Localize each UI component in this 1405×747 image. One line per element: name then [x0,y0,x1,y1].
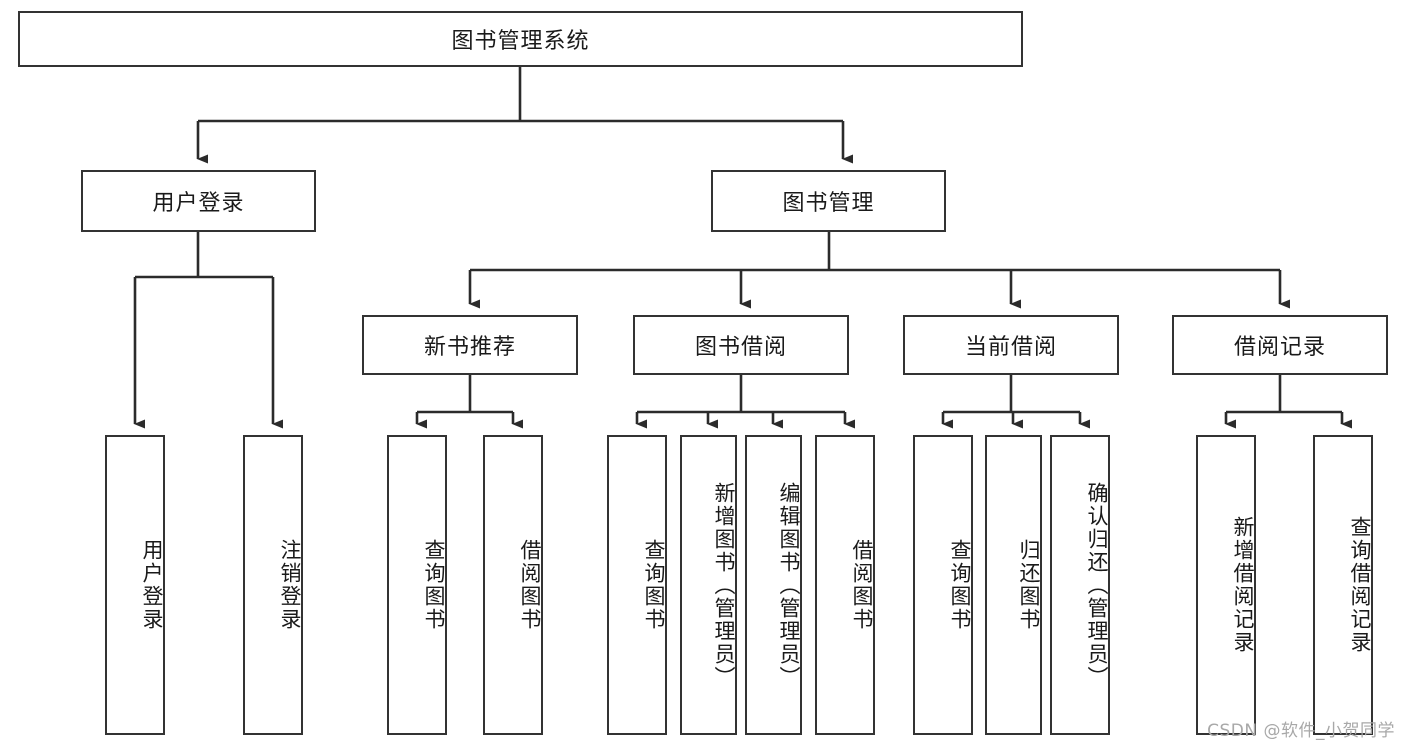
node-leaf-query-rec[interactable]: 查询借阅记录 [1313,435,1373,735]
node-label: 查询图书 [948,539,972,631]
node-label: 归还图书 [1017,539,1041,631]
node-label: 当前借阅 [964,335,1057,360]
node-leaf-user-login[interactable]: 用户登录 [105,435,165,735]
node-label: 图书借阅 [694,335,787,360]
node-label: 新增借阅记录 [1231,516,1255,654]
node-leaf-query-3[interactable]: 查询图书 [913,435,973,735]
node-leaf-logout[interactable]: 注销登录 [243,435,303,735]
node-label: 新书推荐 [423,335,516,360]
node-label: 图书管理 [782,191,875,216]
node-leaf-borrow-1[interactable]: 借阅图书 [483,435,543,735]
node-label: 借阅图书 [850,539,874,631]
node-label: 查询借阅记录 [1348,516,1372,654]
node-label: 查询图书 [642,539,666,631]
node-leaf-query-1[interactable]: 查询图书 [387,435,447,735]
node-label: 用户登录 [152,191,245,216]
node-leaf-add-book[interactable]: 新增图书（管理员） [680,435,737,735]
node-user-login[interactable]: 用户登录 [81,170,316,232]
node-new-book-rec[interactable]: 新书推荐 [362,315,578,375]
node-label: 注销登录 [278,539,302,631]
csdn-watermark: CSDN @软件_小贺同学 [1207,721,1395,741]
node-leaf-edit-book[interactable]: 编辑图书（管理员） [745,435,802,735]
node-label: 编辑图书（管理员） [777,481,801,689]
node-leaf-borrow-2[interactable]: 借阅图书 [815,435,875,735]
node-book-manage[interactable]: 图书管理 [711,170,946,232]
node-leaf-add-rec[interactable]: 新增借阅记录 [1196,435,1256,735]
node-label: 用户登录 [140,539,164,631]
node-leaf-confirm[interactable]: 确认归还（管理员） [1050,435,1110,735]
node-label: 新增图书（管理员） [712,481,736,689]
node-leaf-query-2[interactable]: 查询图书 [607,435,667,735]
node-current-borrow[interactable]: 当前借阅 [903,315,1119,375]
node-label: 查询图书 [422,539,446,631]
node-book-borrow[interactable]: 图书借阅 [633,315,849,375]
node-label: 借阅记录 [1233,335,1326,360]
node-label: 确认归还（管理员） [1085,481,1109,689]
node-label: 图书管理系统 [451,29,590,54]
node-borrow-record[interactable]: 借阅记录 [1172,315,1388,375]
node-leaf-return[interactable]: 归还图书 [985,435,1042,735]
node-root[interactable]: 图书管理系统 [18,11,1023,67]
node-label: 借阅图书 [518,539,542,631]
